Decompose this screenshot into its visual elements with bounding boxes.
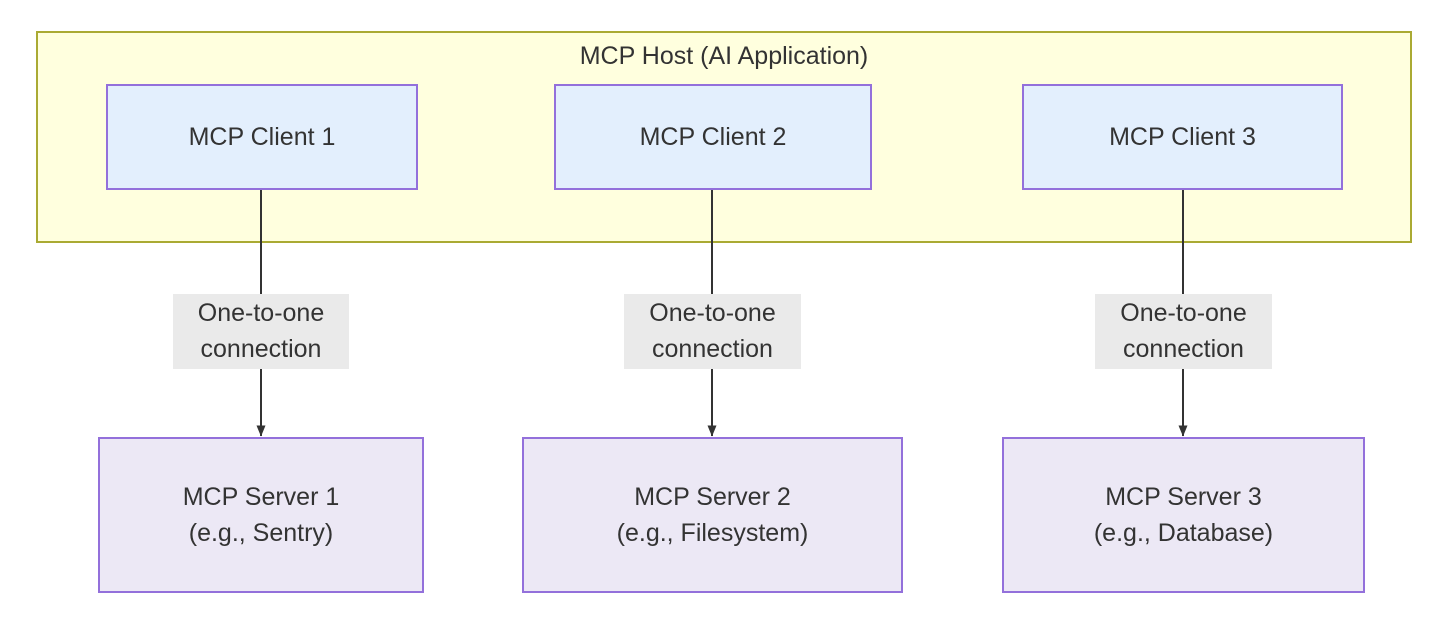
- edge-label-line-2: connection: [1123, 334, 1244, 363]
- node-mcp-server-1[interactable]: MCP Server 1 (e.g., Sentry): [98, 437, 424, 593]
- mcp-host-title: MCP Host (AI Application): [579, 42, 869, 70]
- edge-label-line-1: One-to-one: [649, 299, 776, 327]
- node-mcp-client-2[interactable]: MCP Client 2: [554, 84, 872, 190]
- node-label: MCP Client 2: [639, 122, 787, 151]
- edge-label-one-to-one-connection-1: One-to-one connection: [173, 294, 349, 369]
- edge-label-line-1: One-to-one: [1120, 299, 1247, 327]
- node-label-line-2: (e.g., Filesystem): [616, 519, 809, 547]
- node-mcp-server-3[interactable]: MCP Server 3 (e.g., Database): [1002, 437, 1365, 593]
- node-label-line-2: (e.g., Database): [1093, 519, 1274, 547]
- edge-label-line-2: connection: [200, 334, 322, 363]
- node-label-line-1: MCP Server 1: [182, 482, 340, 511]
- edge-label-one-to-one-connection-2: One-to-one connection: [624, 294, 801, 369]
- node-mcp-server-2[interactable]: MCP Server 2 (e.g., Filesystem): [522, 437, 903, 593]
- node-label-line-1: MCP Server 2: [634, 482, 791, 511]
- edge-label-line-1: One-to-one: [197, 299, 325, 327]
- edge-label-one-to-one-connection-3: One-to-one connection: [1095, 294, 1272, 369]
- node-label-line-2: (e.g., Sentry): [188, 519, 334, 547]
- node-label: MCP Client 1: [188, 122, 336, 151]
- edge-label-line-2: connection: [652, 334, 773, 363]
- node-mcp-client-1[interactable]: MCP Client 1: [106, 84, 418, 190]
- node-mcp-client-3[interactable]: MCP Client 3: [1022, 84, 1343, 190]
- node-label: MCP Client 3: [1109, 122, 1256, 151]
- node-label-line-1: MCP Server 3: [1105, 482, 1262, 511]
